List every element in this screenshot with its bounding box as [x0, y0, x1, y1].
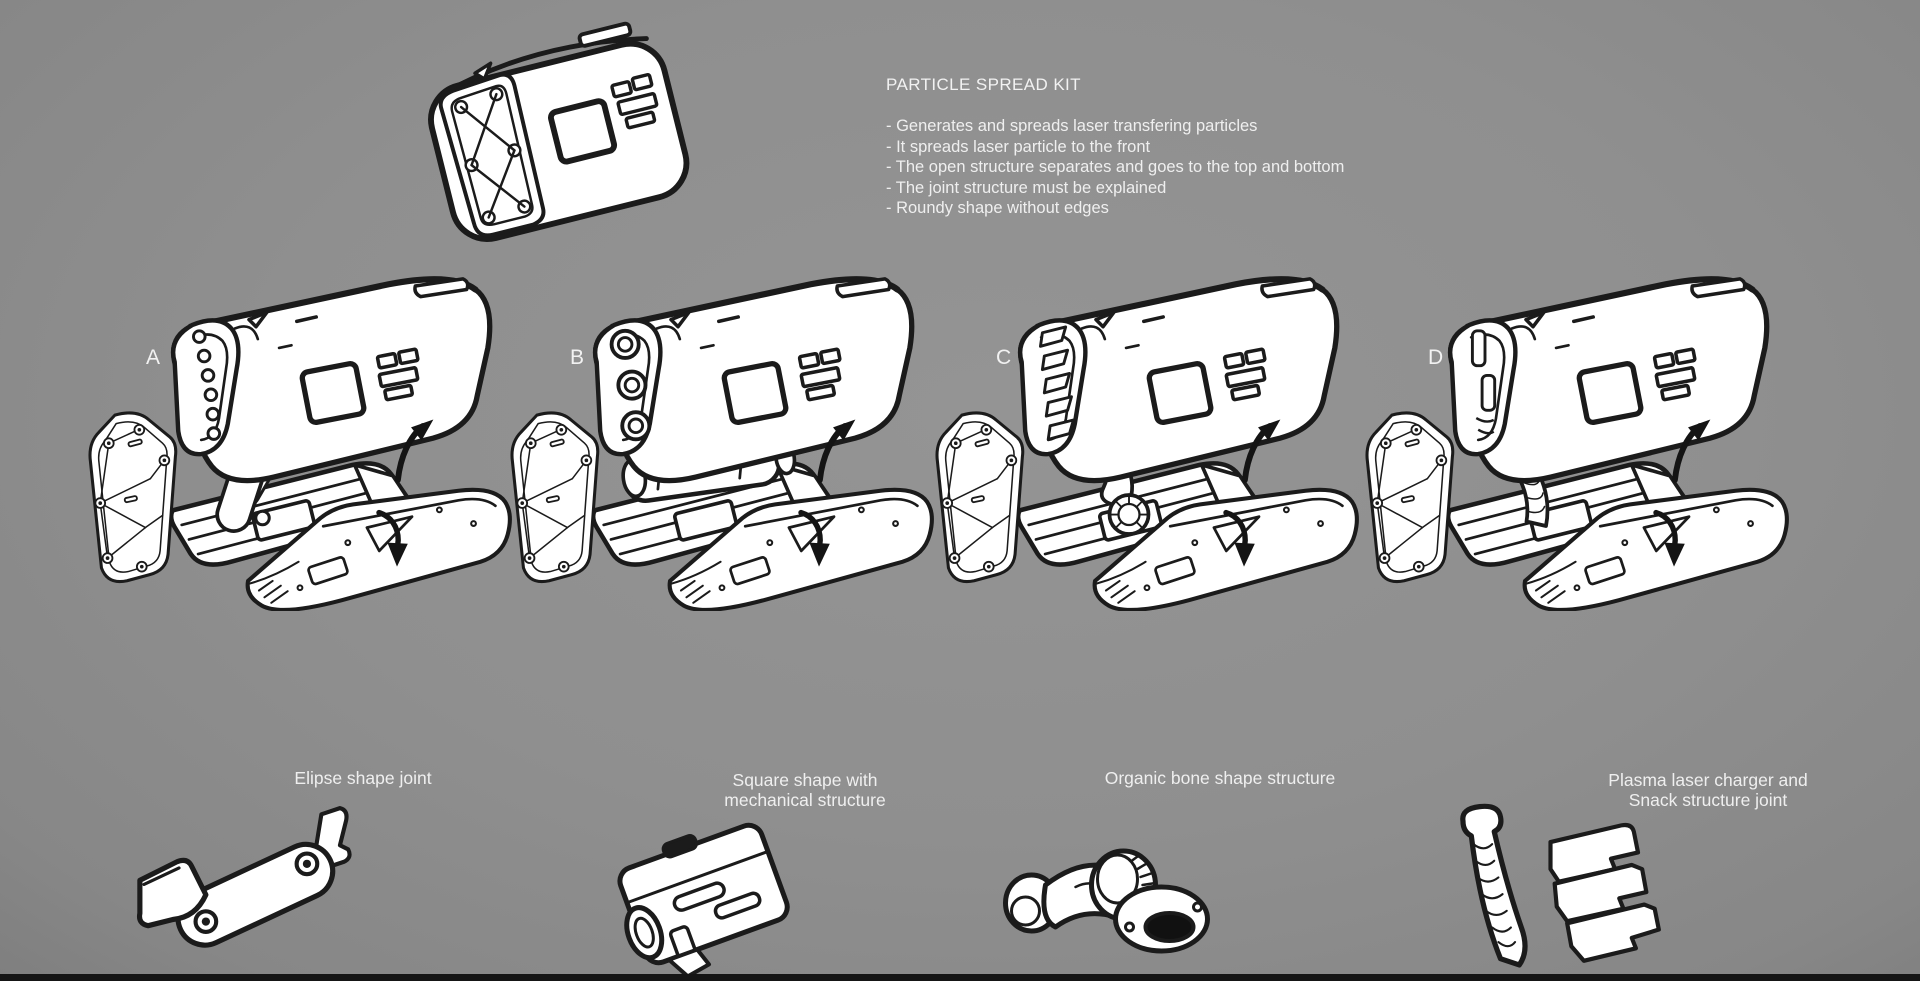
elipse-joint-detail [140, 808, 350, 954]
caption-line: Square shape with [732, 770, 878, 790]
variant-c-exploded-sketch [935, 265, 1367, 655]
main-device-sketch [408, 6, 708, 271]
main-device-body [419, 17, 694, 246]
bottom-letterbox [0, 974, 1920, 981]
spec-item: - It spreads laser particle to the front [886, 137, 1151, 156]
variant-c-label: C [996, 346, 1012, 369]
side-plate-sketch [1365, 411, 1455, 584]
spec-item: - The open structure separates and goes … [886, 158, 1345, 177]
variant-d-joint-detail-sketch [1438, 802, 1688, 980]
caption-line: Elipse shape joint [294, 768, 432, 788]
variant-b-label: B [570, 346, 585, 369]
page-title: PARTICLE SPREAD KIT [886, 75, 1081, 94]
variant-a-exploded-sketch [88, 265, 520, 655]
variant-d-caption: Plasma laser charger and Snack structure… [1548, 770, 1868, 810]
variant-c-joint-detail-sketch [972, 815, 1227, 965]
side-plate-sketch [88, 411, 178, 584]
caption-line: mechanical structure [724, 789, 886, 810]
variant-b-joint-detail-sketch [580, 812, 840, 981]
side-plate-sketch [510, 411, 600, 584]
variant-b-caption: Square shape with mechanical structure [655, 770, 955, 810]
spec-item: - Generates and spreads laser transferin… [886, 117, 1258, 135]
caption-line: Organic bone shape structure [1104, 768, 1336, 788]
variant-c-caption: Organic bone shape structure [1040, 768, 1400, 789]
spec-item: - The joint structure must be explained [886, 178, 1167, 197]
top-shell-sketch [173, 279, 490, 481]
spec-item: - Roundy shape without edges [886, 199, 1109, 218]
variant-d-exploded-sketch [1365, 265, 1797, 655]
variant-d-label: D [1428, 346, 1444, 369]
bone-joint-detail [1006, 851, 1208, 951]
spec-list: - Generates and spreads laser transferin… [886, 116, 1344, 219]
caption-line: Plasma laser charger and [1608, 770, 1808, 790]
square-joint-detail [603, 812, 798, 981]
caption-line: Snack structure joint [1628, 789, 1788, 810]
variant-a-joint-detail-sketch [118, 804, 368, 969]
hose-and-track-detail [1463, 806, 1659, 965]
variant-b-exploded-sketch [510, 265, 942, 655]
side-plate-sketch [935, 411, 1025, 584]
top-shell-sketch [1450, 279, 1767, 481]
variant-a-label: A [146, 346, 161, 369]
variant-a-caption: Elipse shape joint [203, 768, 523, 789]
